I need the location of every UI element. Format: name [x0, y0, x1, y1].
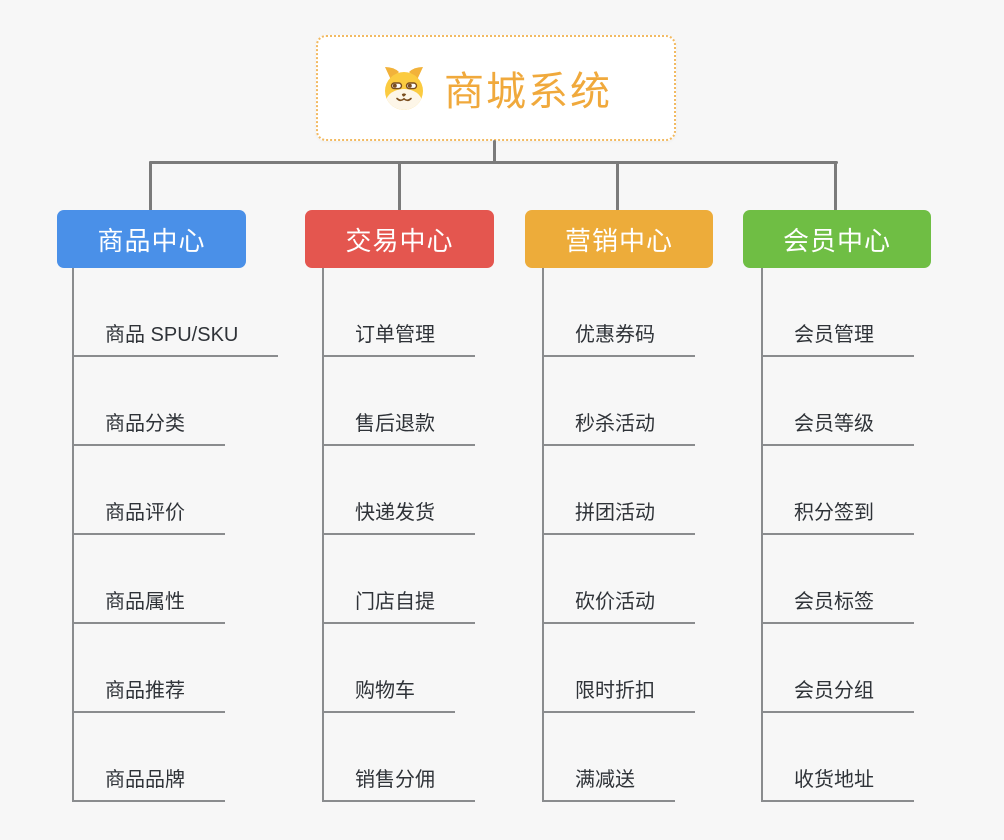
- root-title: 商城系统: [444, 70, 612, 114]
- branch-label: 营销中心: [564, 225, 673, 256]
- tree-node-label: 积分签到: [761, 503, 914, 535]
- tree-node-label: 会员等级: [761, 414, 914, 446]
- tree-node-label: 会员标签: [761, 592, 914, 624]
- tree-node-label: 商品推荐: [72, 681, 225, 713]
- tree-node-label: 商品分类: [72, 414, 225, 446]
- tree-node[interactable]: 限时折扣: [542, 624, 695, 713]
- tree-node-label: 拼团活动: [542, 503, 695, 535]
- tree-node[interactable]: 商品分类: [72, 357, 278, 446]
- dog-face-icon: [380, 65, 428, 111]
- connector-horizontal: [149, 161, 838, 164]
- connector-root-stub: [493, 140, 496, 164]
- tree-node-label: 购物车: [322, 681, 455, 713]
- branch-items-trade: 订单管理 售后退款 快递发货 门店自提 购物车 销售分佣: [322, 268, 475, 802]
- branch-header-member[interactable]: 会员中心: [743, 210, 931, 268]
- tree-node-label: 商品评价: [72, 503, 225, 535]
- branch-header-products[interactable]: 商品中心: [57, 210, 246, 268]
- tree-node[interactable]: 售后退款: [322, 357, 475, 446]
- tree-node-label: 秒杀活动: [542, 414, 695, 446]
- branch-items-products: 商品 SPU/SKU 商品分类 商品评价 商品属性 商品推荐 商品品牌: [72, 268, 279, 802]
- tree-node-label: 砍价活动: [542, 592, 695, 624]
- tree-node[interactable]: 会员等级: [761, 357, 914, 446]
- tree-node-label: 销售分佣: [322, 770, 475, 802]
- tree-node-label: 售后退款: [322, 414, 475, 446]
- tree-node[interactable]: 订单管理: [322, 268, 475, 357]
- tree-node[interactable]: 销售分佣: [322, 713, 475, 802]
- tree-node-label: 商品 SPU/SKU: [72, 325, 279, 357]
- tree-node[interactable]: 满减送: [542, 713, 695, 802]
- tree-node[interactable]: 会员标签: [761, 535, 914, 624]
- branch-header-marketing[interactable]: 营销中心: [525, 210, 713, 268]
- tree-node-label: 收货地址: [761, 770, 914, 802]
- branch-label: 商品中心: [97, 225, 206, 256]
- root-node[interactable]: 商城系统: [316, 35, 676, 141]
- tree-node[interactable]: 商品 SPU/SKU: [72, 268, 279, 357]
- tree-node[interactable]: 收货地址: [761, 713, 914, 802]
- tree-node[interactable]: 会员管理: [761, 268, 914, 357]
- tree-node[interactable]: 购物车: [322, 624, 475, 713]
- tree-node-label: 限时折扣: [542, 681, 695, 713]
- tree-node[interactable]: 秒杀活动: [542, 357, 695, 446]
- tree-node-label: 门店自提: [322, 592, 475, 624]
- connector-drop-trade: [398, 161, 401, 211]
- branch-items-member: 会员管理 会员等级 积分签到 会员标签 会员分组 收货地址: [761, 268, 914, 802]
- tree-node-label: 快递发货: [322, 503, 475, 535]
- tree-node-label: 优惠券码: [542, 325, 695, 357]
- tree-node[interactable]: 拼团活动: [542, 446, 695, 535]
- tree-node-label: 会员分组: [761, 681, 914, 713]
- tree-node[interactable]: 商品评价: [72, 446, 278, 535]
- tree-node[interactable]: 商品属性: [72, 535, 278, 624]
- tree-node-label: 商品品牌: [72, 770, 225, 802]
- tree-node-label: 商品属性: [72, 592, 225, 624]
- tree-node[interactable]: 积分签到: [761, 446, 914, 535]
- connector-drop-products: [149, 161, 152, 211]
- tree-node-label: 订单管理: [322, 325, 475, 357]
- tree-node[interactable]: 会员分组: [761, 624, 914, 713]
- branch-header-trade[interactable]: 交易中心: [305, 210, 494, 268]
- tree-node[interactable]: 砍价活动: [542, 535, 695, 624]
- branch-items-marketing: 优惠券码 秒杀活动 拼团活动 砍价活动 限时折扣 满减送: [542, 268, 695, 802]
- tree-node[interactable]: 快递发货: [322, 446, 475, 535]
- tree-node-label: 满减送: [542, 770, 675, 802]
- connector-drop-member: [834, 161, 837, 211]
- branch-label: 会员中心: [782, 225, 891, 256]
- connector-drop-marketing: [616, 161, 619, 211]
- tree-node[interactable]: 优惠券码: [542, 268, 695, 357]
- tree-node[interactable]: 商品品牌: [72, 713, 278, 802]
- tree-node-label: 会员管理: [761, 325, 914, 357]
- branch-label: 交易中心: [345, 225, 454, 256]
- tree-node[interactable]: 商品推荐: [72, 624, 278, 713]
- tree-node[interactable]: 门店自提: [322, 535, 475, 624]
